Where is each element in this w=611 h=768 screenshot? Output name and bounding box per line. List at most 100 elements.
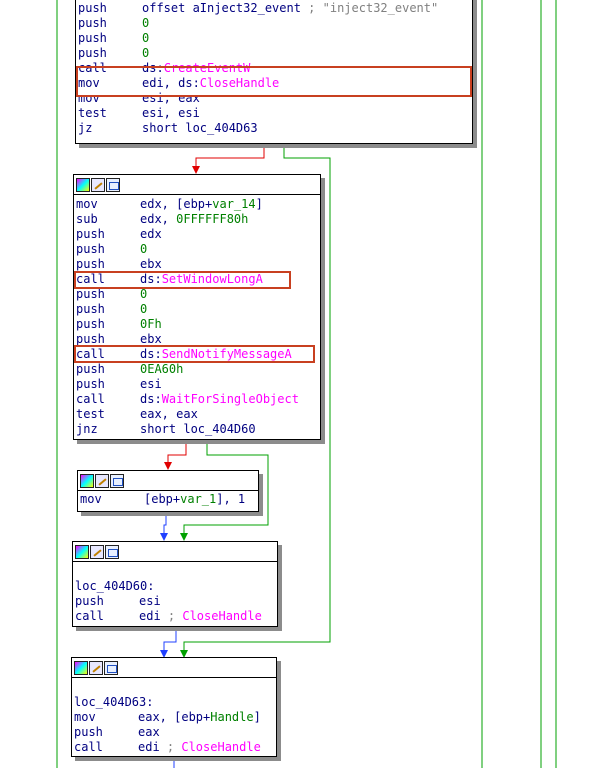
instruction-line[interactable]: mov[ebp+var_1], 1 [80,492,258,507]
mnemonic: call [74,740,103,754]
blank-line[interactable] [74,680,276,695]
mnemonic: call [78,61,107,75]
mnemonic: call [76,347,105,361]
operand-var: var_1 [180,492,217,506]
operand-api: WaitForSingleObject [161,392,299,406]
color-palette-icon[interactable] [75,544,89,559]
mnemonic: jnz [76,422,98,436]
operand-reg: ], 1 [216,492,246,506]
operand-var: Handle [210,710,254,724]
instruction-line[interactable]: push edx [76,227,320,242]
rename-pen-icon[interactable] [89,660,103,675]
code-block-1-body: push offset aInject32_event ; "inject32_e… [76,0,472,136]
mnemonic: push [76,227,105,241]
mnemonic: call [75,609,104,623]
instruction-line[interactable]: jz short loc_404D63 [78,121,472,136]
code-block-3[interactable]: mov[ebp+var_1], 1 [77,470,259,512]
mnemonic: push [78,31,107,45]
code-block-4-header [73,542,277,562]
operand-reg: eax, eax [140,407,198,421]
operand-comment: ; "inject32_event" [308,1,439,15]
color-palette-icon[interactable] [76,177,90,192]
operand-reg: esi, esi [142,106,200,120]
mnemonic: call [76,272,105,286]
operand-api: CloseHandle [181,740,261,754]
instruction-line[interactable]: mov edi, ds:CloseHandle [78,76,472,91]
mnemonic: push [78,46,107,60]
code-block-1[interactable]: push offset aInject32_event ; "inject32_e… [75,0,473,144]
operand-reg: edx [140,227,162,241]
rename-pen-icon[interactable] [91,177,105,192]
mnemonic: push [75,594,104,608]
instruction-line[interactable]: call edi ; CloseHandle [75,609,277,624]
operand-reg: edi [138,740,167,754]
rename-pen-icon[interactable] [90,544,104,559]
color-palette-icon[interactable] [80,473,94,488]
mnemonic: mov [76,197,98,211]
mnemonic: push [74,725,103,739]
mnemonic: push [76,242,105,256]
graph-overview-icon[interactable] [104,660,118,675]
graph-overview-icon[interactable] [110,473,124,488]
mnemonic: mov [74,710,96,724]
operand-comment: ; [167,609,183,623]
operand-api: CloseHandle [199,76,280,90]
mnemonic: mov [78,76,100,90]
operand-reg: offset aInject32_event [142,1,309,15]
rename-pen-icon[interactable] [95,473,109,488]
graph-overview-icon[interactable] [106,177,120,192]
operand-api: CloseHandle [182,609,262,623]
mnemonic: jz [78,121,93,135]
mnemonic: sub [76,212,98,226]
mnemonic: push [78,1,107,15]
mnemonic: push [76,362,105,376]
operand-api: SendNotifyMessageA [161,347,292,361]
operand-reg: ] [255,197,263,211]
color-palette-icon[interactable] [74,660,88,675]
operand-reg: edi [139,609,168,623]
code-block-5-header [72,658,276,678]
instruction-line[interactable]: push offset aInject32_event ; "inject32_e… [78,1,472,16]
operand-reg: short loc_404D63 [142,121,258,135]
operand-reg: esi [140,377,162,391]
graph-overview-icon[interactable] [105,544,119,559]
label-text: loc_404D60: [75,579,155,593]
code-label[interactable]: loc_404D63: [74,695,276,710]
operand-num: 0 [140,302,148,316]
code-label[interactable]: loc_404D60: [75,579,277,594]
mnemonic: push [76,332,105,346]
operand-reg: edi, ds: [142,76,200,90]
blank-line[interactable] [75,564,277,579]
